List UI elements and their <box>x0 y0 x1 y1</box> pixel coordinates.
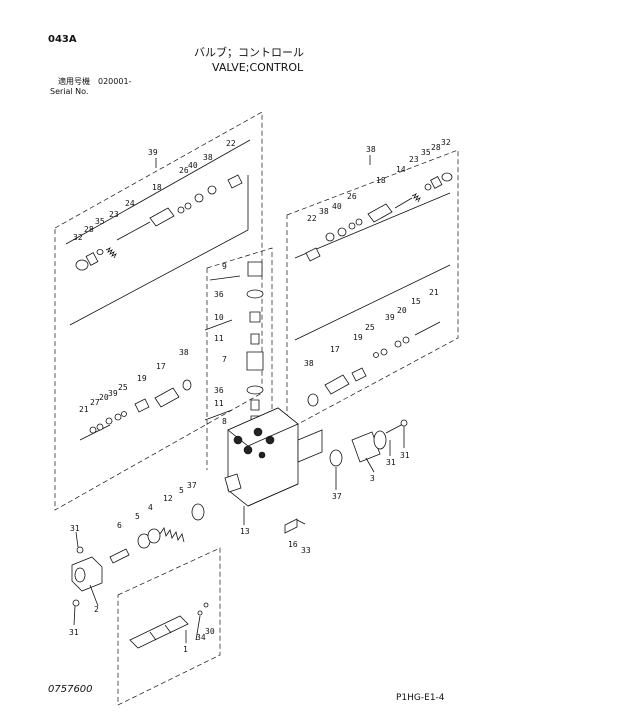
label-l-26: 26 <box>179 166 189 175</box>
label-l-28: 28 <box>84 225 94 234</box>
label-l-19: 19 <box>137 374 147 383</box>
label-l-20: 20 <box>99 393 109 402</box>
label-l-25: 25 <box>118 383 128 392</box>
label-r-23: 23 <box>409 155 419 164</box>
middle-fittings <box>246 261 264 427</box>
group-39-outline <box>54 111 263 511</box>
label-m-11b: 11 <box>214 399 224 408</box>
plate-part-16 <box>284 518 306 534</box>
label-r-35: 35 <box>421 148 431 157</box>
label-b-31a: 31 <box>70 524 80 533</box>
label-b-3: 3 <box>370 474 375 483</box>
serial-label-japanese: 適用号機 <box>58 77 90 86</box>
label-m-36b: 36 <box>214 386 224 395</box>
label-b-37: 37 <box>187 481 197 490</box>
spool-part-1 <box>129 602 209 649</box>
label-r-22: 22 <box>307 214 317 223</box>
label-r-14: 14 <box>396 165 406 174</box>
label-b-34: 34 <box>196 633 206 642</box>
label-l-39: 39 <box>108 389 118 398</box>
label-b-31b: 31 <box>69 628 79 637</box>
page-code: 043A <box>48 34 77 45</box>
right-bottom-parts <box>307 321 441 407</box>
label-b-12: 12 <box>163 494 173 503</box>
label-l-38: 38 <box>203 153 213 162</box>
label-b-2: 2 <box>94 605 99 614</box>
label-l-40: 40 <box>188 161 198 170</box>
lower-left-parts <box>71 473 242 607</box>
label-r-18: 18 <box>376 176 386 185</box>
valve-body <box>227 407 323 507</box>
middle-guides <box>204 247 273 470</box>
label-b-5b: 5 <box>179 486 184 495</box>
label-l-23: 23 <box>109 210 119 219</box>
label-l-24: 24 <box>125 199 135 208</box>
label-b-30: 30 <box>205 627 215 636</box>
label-m-36: 36 <box>214 290 224 299</box>
solenoid-part-3 <box>329 419 408 467</box>
label-b-5a: 5 <box>135 512 140 521</box>
label-m-10: 10 <box>214 313 224 322</box>
label-b-31d: 31 <box>400 451 410 460</box>
leader-lines <box>73 155 405 643</box>
label-l-35: 35 <box>95 217 105 226</box>
left-top-parts <box>75 174 243 271</box>
label-r-38: 38 <box>319 207 329 216</box>
label-r-15: 15 <box>411 297 421 306</box>
label-r-20: 20 <box>397 306 407 315</box>
label-r-26: 26 <box>347 192 357 201</box>
lower-spool-outline <box>117 547 221 706</box>
label-l-27: 27 <box>90 398 100 407</box>
label-m-9: 9 <box>222 262 227 271</box>
title-japanese: バルブ；コントロール <box>194 46 304 59</box>
label-l-18: 18 <box>152 183 162 192</box>
label-group-39: 39 <box>148 148 158 157</box>
label-r-38b: 38 <box>304 359 314 368</box>
drawing-number: 0757600 <box>48 684 93 695</box>
label-m-8: 8 <box>222 417 227 426</box>
label-l-22: 22 <box>226 139 236 148</box>
title-english: VALVE;CONTROL <box>212 61 304 74</box>
label-l-38b: 38 <box>179 348 189 357</box>
label-r-28: 28 <box>431 143 441 152</box>
left-bottom-parts <box>79 379 192 441</box>
label-l-21: 21 <box>79 405 89 414</box>
label-b-1: 1 <box>183 645 188 654</box>
label-b-37b: 37 <box>332 492 342 501</box>
label-r-39: 39 <box>385 313 395 322</box>
page-reference: P1HG-E1-4 <box>396 693 445 703</box>
label-m-7: 7 <box>222 355 227 364</box>
label-m-11: 11 <box>214 334 224 343</box>
label-r-19: 19 <box>353 333 363 342</box>
group-38-outline <box>286 149 459 431</box>
label-r-17: 17 <box>330 345 340 354</box>
label-r-25: 25 <box>365 323 375 332</box>
label-b-31c: 31 <box>386 458 396 467</box>
label-b-4: 4 <box>148 503 153 512</box>
right-top-parts <box>305 172 453 262</box>
serial-label-english: Serial No. <box>50 87 89 96</box>
label-b-13: 13 <box>240 527 250 536</box>
label-b-33: 33 <box>301 546 311 555</box>
label-l-17: 17 <box>156 362 166 371</box>
label-l-32: 32 <box>73 233 83 242</box>
label-r-40: 40 <box>332 202 342 211</box>
label-b-6: 6 <box>117 521 122 530</box>
label-b-16: 16 <box>288 540 298 549</box>
label-r-32: 32 <box>441 138 451 147</box>
label-r-21: 21 <box>429 288 439 297</box>
label-group-38: 38 <box>366 145 376 154</box>
callout-labels: 39 38 32 28 35 23 24 18 26 40 38 22 21 2… <box>69 138 451 654</box>
serial-range: 020001- <box>98 77 132 86</box>
